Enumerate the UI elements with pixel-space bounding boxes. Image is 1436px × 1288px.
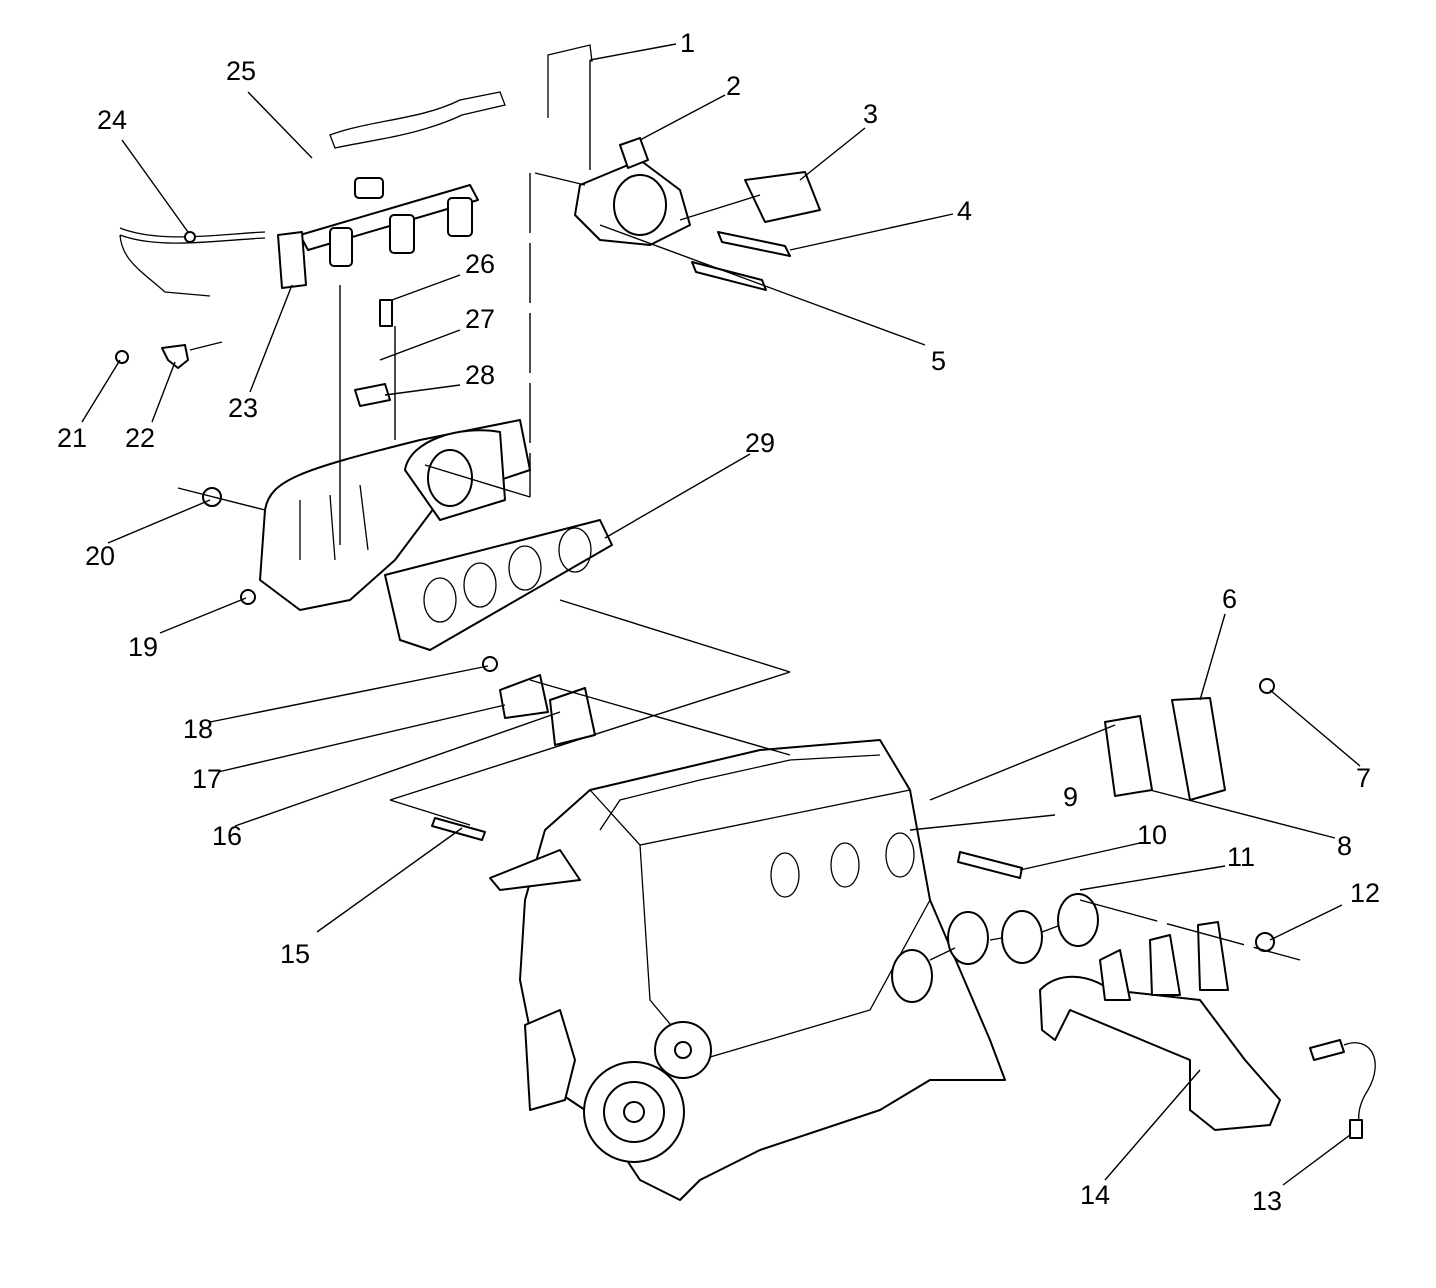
callout-8: 8 [1337,831,1352,861]
callout-22: 22 [125,423,155,453]
callout-7: 7 [1356,763,1371,793]
callout-1: 1 [680,28,695,58]
callout-10: 10 [1137,820,1167,850]
bracket-22 [161,344,189,369]
callout-6: 6 [1222,584,1237,614]
exhaust-manifold [1039,921,1281,1131]
gasket-17 [499,674,549,719]
callout-3: 3 [863,99,878,129]
heat-shield-6 [1171,697,1226,801]
callout-11: 11 [1227,842,1255,872]
callout-29: 29 [745,428,775,458]
callout-27: 27 [465,304,495,334]
callout-17: 17 [192,764,222,794]
engine-block [489,739,1006,1201]
callout-2: 2 [726,71,741,101]
parts-artwork [115,44,1376,1201]
callout-28: 28 [465,360,495,390]
callout-21: 21 [57,423,87,453]
fuel-rail-assembly [119,91,506,297]
bolt-26 [379,299,393,327]
callout-5: 5 [931,346,946,376]
sensor-28 [354,383,391,407]
callout-26: 26 [465,249,495,279]
bolt-24 [184,231,196,243]
intake-manifold [259,419,613,651]
stud-15 [431,817,486,841]
leader-lines [81,43,1361,1186]
callout-25: 25 [226,56,256,86]
bolt-19 [240,589,256,605]
callout-13: 13 [1252,1186,1282,1216]
callout-24: 24 [97,105,127,135]
callout-20: 20 [85,541,115,571]
callout-15: 15 [280,939,310,969]
gasket-8 [1104,715,1153,797]
callout-14: 14 [1080,1180,1110,1210]
throttle-body [547,44,821,291]
bolt-7 [1259,678,1275,694]
exhaust-gasket-11 [891,893,1099,1003]
callout-18: 18 [183,714,213,744]
callout-9: 9 [1063,782,1078,812]
bolt-21 [115,350,129,364]
callout-23: 23 [228,393,258,423]
callout-19: 19 [128,632,158,662]
oxygen-sensor [1309,1039,1376,1139]
callout-12: 12 [1350,878,1380,908]
callout-numbers: 1 2 3 4 5 6 7 8 9 10 11 12 13 14 15 16 1… [57,28,1380,1216]
bolt-18 [482,656,498,672]
callout-4: 4 [957,196,972,226]
callout-16: 16 [212,821,242,851]
stud-10 [957,851,1023,879]
